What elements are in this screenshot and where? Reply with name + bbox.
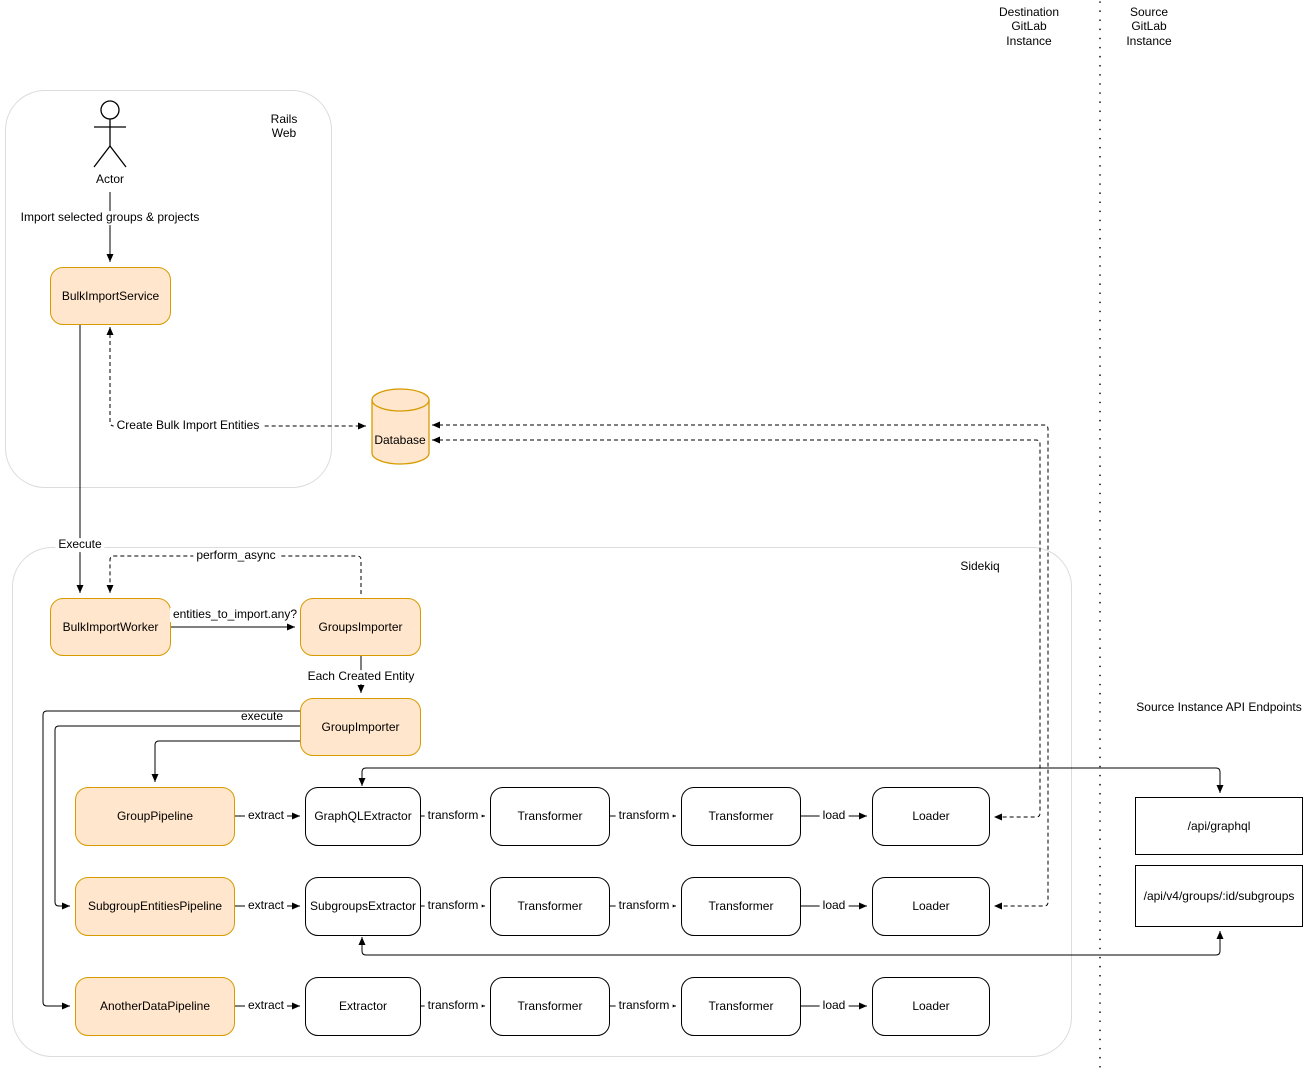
edge-database-loader-row1	[432, 436, 1041, 821]
edge-groupimporter-anotherdatapipeline	[42, 710, 300, 1010]
node-loader-row2: Loader	[872, 877, 990, 936]
edge-label-extract-row3: extract	[244, 998, 288, 1013]
edge-label-load-row3: load	[819, 998, 849, 1013]
edge-label-each-created-entity: Each Created Entity	[304, 669, 418, 684]
edge-label-transform1-row2: transform	[424, 898, 482, 913]
edge-label-create-bulk-import-entities: Create Bulk Import Entities	[113, 418, 263, 433]
node-transformer-row3-a: Transformer	[490, 977, 610, 1036]
rails-web-container	[5, 90, 332, 488]
edge-label-perform-async: perform_async	[193, 548, 279, 563]
node-transformer-row2-a: Transformer	[490, 877, 610, 936]
edge-label-load-row2: load	[819, 898, 849, 913]
edge-label-import-selected: Import selected groups & projects	[17, 210, 203, 225]
node-loader-row3: Loader	[872, 977, 990, 1036]
database-cylinder-icon	[371, 388, 430, 465]
edge-label-entities-to-import: entities_to_import.any?	[169, 607, 301, 622]
edge-label-execute: Execute	[55, 537, 105, 552]
node-extractor: Extractor	[305, 977, 421, 1036]
lane-label-source: Source GitLab Instance	[1126, 5, 1172, 48]
node-transformer-row1-b: Transformer	[681, 787, 801, 846]
node-groupimporter: GroupImporter	[300, 698, 421, 756]
node-anotherdatapipeline: AnotherDataPipeline	[75, 977, 235, 1036]
node-graphqlextractor: GraphQLExtractor	[305, 787, 421, 846]
node-subgroupsextractor: SubgroupsExtractor	[305, 877, 421, 936]
edge-create-bulk-import-entities	[106, 327, 366, 430]
node-api-graphql: /api/graphql	[1135, 797, 1303, 855]
edge-subgroupsextractor-api-subgroups	[358, 931, 1224, 956]
sidekiq-label: Sidekiq	[960, 559, 1000, 573]
node-database-label: Database	[374, 433, 426, 447]
edge-groupimporter-subgroupentitiespipeline	[54, 725, 300, 910]
edge-label-transform2-row2: transform	[615, 898, 673, 913]
edge-label-extract-row2: extract	[244, 898, 288, 913]
node-groupsimporter: GroupsImporter	[300, 598, 421, 656]
rails-web-label: Rails Web	[270, 112, 298, 141]
edge-label-load-row1: load	[819, 808, 849, 823]
actor-icon	[93, 100, 127, 168]
api-endpoints-title: Source Instance API Endpoints	[1136, 700, 1302, 714]
edge-label-transform2-row3: transform	[615, 998, 673, 1013]
lane-label-destination: Destination GitLab Instance	[998, 5, 1060, 48]
node-api-subgroups: /api/v4/groups/:id/subgroups	[1135, 865, 1303, 927]
node-subgroupentitiespipeline: SubgroupEntitiesPipeline	[75, 877, 235, 936]
node-loader-row1: Loader	[872, 787, 990, 846]
edge-label-transform1-row3: transform	[424, 998, 482, 1013]
edge-database-loader-row2	[432, 421, 1049, 910]
node-transformer-row2-b: Transformer	[681, 877, 801, 936]
actor-label: Actor	[95, 172, 125, 186]
node-bulkimportworker: BulkImportWorker	[50, 598, 171, 656]
edge-label-transform1-row1: transform	[424, 808, 482, 823]
edge-label-extract-row1: extract	[244, 808, 288, 823]
node-transformer-row1-a: Transformer	[490, 787, 610, 846]
edge-groupimporter-grouppipeline	[151, 740, 300, 782]
node-bulkimportservice: BulkImportService	[50, 267, 171, 325]
edge-label-groupimporter-execute: execute	[240, 709, 284, 724]
node-grouppipeline: GroupPipeline	[75, 787, 235, 846]
node-transformer-row3-b: Transformer	[681, 977, 801, 1036]
edge-label-transform2-row1: transform	[615, 808, 673, 823]
